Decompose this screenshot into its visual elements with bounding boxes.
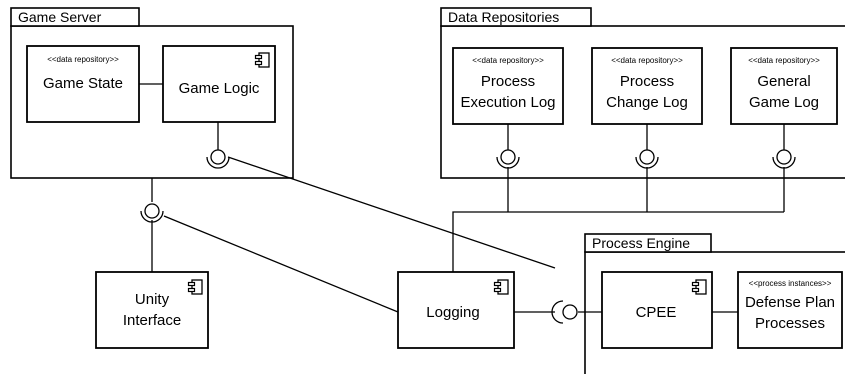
data-repositories-title: Data Repositories <box>448 9 559 25</box>
cpee-name: CPEE <box>636 304 677 321</box>
server-to-logging-link <box>163 215 399 313</box>
game-server-title: Game Server <box>18 9 102 25</box>
logging-component: Logging <box>397 271 515 349</box>
logging-to-repositories-bus <box>452 211 784 272</box>
game-state-stereotype: <<data repository>> <box>47 55 119 64</box>
unity-interface-line2: Interface <box>123 312 181 329</box>
execution-log-stereotype: <<data repository>> <box>472 56 544 65</box>
process-change-log-component: <<data repository>> Process Change Log <box>591 47 703 125</box>
change-log-line2: Change Log <box>606 94 688 111</box>
game-log-stereotype: <<data repository>> <box>748 56 820 65</box>
game-state-name: Game State <box>43 75 123 92</box>
game-log-line2: Game Log <box>749 94 819 111</box>
change-log-line1: Process <box>620 73 674 90</box>
defense-plan-stereotype: <<process instances>> <box>749 279 832 288</box>
logic-to-engine-link <box>227 156 556 269</box>
repository-interface-1 <box>496 149 520 169</box>
execution-log-line1: Process <box>481 73 535 90</box>
connections <box>139 83 785 313</box>
logging-name: Logging <box>426 304 479 321</box>
game-state-component: <<data repository>> Game State <box>26 45 140 123</box>
change-log-stereotype: <<data repository>> <box>611 56 683 65</box>
process-execution-log-component: <<data repository>> Process Execution Lo… <box>452 47 564 125</box>
repository-interface-3 <box>772 149 796 169</box>
unity-interface-line1: Unity <box>135 291 170 308</box>
game-logic-component: Game Logic <box>162 45 276 123</box>
defense-plan-line2: Processes <box>755 315 825 332</box>
game-logic-interface <box>206 149 230 169</box>
process-engine-interface <box>551 300 578 324</box>
repository-interface-2 <box>635 149 659 169</box>
general-game-log-component: <<data repository>> General Game Log <box>730 47 838 125</box>
defense-plan-line1: Defense Plan <box>745 294 835 311</box>
execution-log-line2: Execution Log <box>460 94 555 111</box>
unity-interface-component: Unity Interface <box>95 271 209 349</box>
game-log-line1: General <box>757 73 810 90</box>
game-logic-name: Game Logic <box>179 80 260 97</box>
process-engine-title: Process Engine <box>592 235 690 251</box>
cpee-component: CPEE <box>601 271 713 349</box>
game-server-interface <box>140 203 164 223</box>
defense-plan-component: <<process instances>> Defense Plan Proce… <box>737 271 843 349</box>
